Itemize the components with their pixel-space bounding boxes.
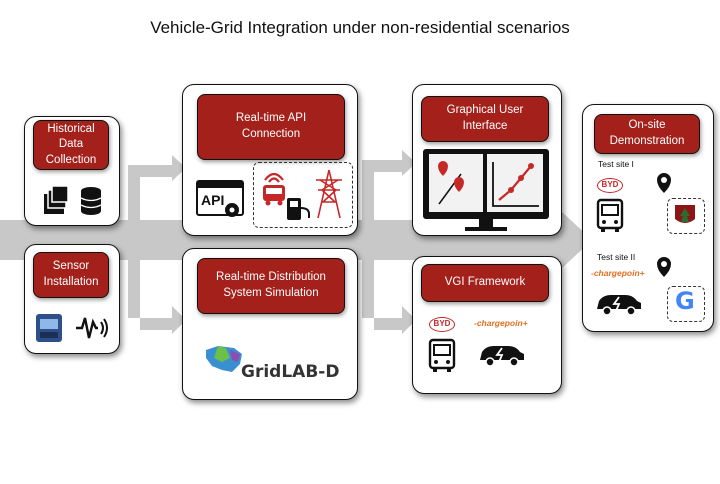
branch-arrow-vgi: [362, 248, 416, 334]
monitor-icon: [423, 149, 549, 231]
test-site-1-label: Test site I: [598, 159, 634, 169]
sensor-installation-label: Sensor Installation: [33, 252, 109, 298]
stanford-tree-icon: [675, 205, 695, 223]
usa-map-icon: [206, 346, 242, 372]
diagram-title: Vehicle-Grid Integration under non-resid…: [150, 18, 570, 37]
api-window-icon: [196, 180, 244, 217]
branch-arrow-api: [128, 155, 186, 232]
chargepoint-logo: -chargepoin+: [474, 318, 528, 328]
bus-outline-icon: [428, 338, 456, 372]
location-pin-icon-site2: [657, 257, 671, 277]
electric-car-icon-site2: [597, 295, 641, 316]
byd-logo: BYD: [429, 317, 455, 332]
electric-car-icon: [480, 346, 524, 367]
location-pin-icon: [657, 173, 671, 193]
api-connection-label: Real-time API Connection: [197, 94, 345, 160]
charging-station-icon: [287, 198, 310, 220]
branch-arrow-gui: [362, 150, 416, 232]
folder-stack-icon: [44, 186, 69, 214]
google-logo-frame: [667, 286, 705, 322]
chargepoint-logo-site2: -chargepoin+: [591, 268, 645, 278]
power-tower-icon: [316, 169, 342, 219]
api-icon-text: API: [201, 192, 225, 208]
gui-label: Graphical User Interface: [421, 96, 549, 142]
google-logo: G: [675, 287, 695, 315]
stanford-logo-frame: [667, 198, 705, 234]
bus-outline-icon-site1: [596, 198, 624, 232]
test-site-2-label: Test site II: [597, 252, 636, 262]
vgi-framework-label: VGI Framework: [421, 264, 549, 302]
transport-grid-group: [253, 162, 353, 228]
historical-data-label: Historical Data Collection: [33, 120, 109, 170]
sensor-device-icon: [36, 314, 62, 342]
wifi-icon: [264, 172, 284, 183]
simulation-label: Real-time Distribution System Simulation: [197, 258, 345, 314]
bus-icon: [263, 185, 285, 206]
gridlab-logo: GridLAB-D: [241, 362, 340, 382]
database-icon: [80, 187, 102, 215]
byd-logo-site1: BYD: [597, 178, 623, 193]
signal-wave-icon: [76, 317, 108, 339]
onsite-demo-label: On-site Demonstration: [594, 114, 700, 154]
branch-arrow-simulation: [128, 248, 186, 334]
